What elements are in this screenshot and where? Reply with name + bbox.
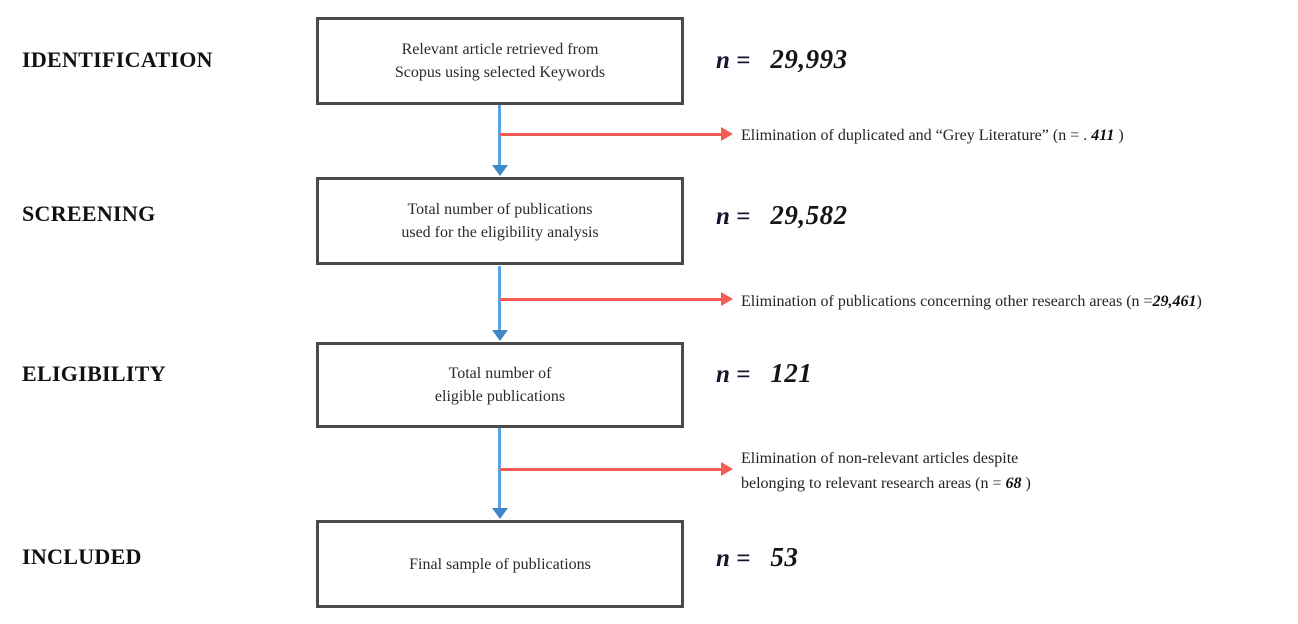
n-value: 29,993 bbox=[770, 44, 848, 74]
elimination-text-suffix: ) bbox=[1114, 127, 1124, 144]
elimination-text: Elimination of publications concerning o… bbox=[741, 293, 1153, 310]
arrow-down-icon bbox=[492, 508, 508, 519]
elimination-count: 29,461 bbox=[1152, 293, 1197, 310]
stage-label-screening: SCREENING bbox=[22, 201, 156, 226]
connector-line-2 bbox=[498, 266, 501, 331]
n-value-eligibility: n = 121 bbox=[716, 358, 812, 389]
flow-box-included: Final sample of publications bbox=[316, 520, 684, 608]
flow-box-identification: Relevant article retrieved from Scopus u… bbox=[316, 17, 684, 105]
connector-line-3 bbox=[498, 428, 501, 509]
stage-label-included: INCLUDED bbox=[22, 544, 142, 569]
elimination-count: 68 bbox=[1005, 475, 1022, 492]
n-value-included: n = 53 bbox=[716, 542, 798, 573]
flow-box-screening-text: Total number of publications used for th… bbox=[401, 201, 599, 241]
n-value: 29,582 bbox=[770, 200, 848, 230]
n-equals-label: n = bbox=[716, 361, 751, 388]
n-value: 121 bbox=[770, 358, 813, 388]
arrow-right-icon bbox=[721, 462, 733, 476]
arrow-right-icon bbox=[721, 127, 733, 141]
elimination-text-suffix: ) bbox=[1021, 475, 1031, 492]
elimination-note-non-relevant: Elimination of non-relevant articles des… bbox=[741, 446, 1161, 496]
elimination-text: Elimination of duplicated and “Grey Lite… bbox=[741, 127, 1092, 144]
elimination-text-line2: belonging to relevant research areas (n … bbox=[741, 471, 1161, 496]
branch-line-2 bbox=[500, 298, 722, 301]
flow-box-eligibility: Total number of eligible publications bbox=[316, 342, 684, 428]
elimination-text-suffix: ) bbox=[1196, 293, 1202, 310]
elimination-count: 411 bbox=[1091, 127, 1115, 144]
elimination-note-duplicates: Elimination of duplicated and “Grey Lite… bbox=[741, 123, 1124, 148]
stage-label-identification: IDENTIFICATION bbox=[22, 47, 213, 72]
elimination-note-other-areas: Elimination of publications concerning o… bbox=[741, 289, 1202, 314]
elimination-text: belonging to relevant research areas (n … bbox=[741, 475, 1006, 492]
flow-box-identification-text: Relevant article retrieved from Scopus u… bbox=[394, 41, 606, 81]
arrow-right-icon bbox=[721, 292, 733, 306]
connector-line-1 bbox=[498, 105, 501, 166]
elimination-text-line1: Elimination of non-relevant articles des… bbox=[741, 450, 1019, 467]
n-equals-label: n = bbox=[716, 545, 751, 572]
branch-line-3 bbox=[500, 468, 722, 471]
arrow-down-icon bbox=[492, 165, 508, 176]
stage-label-eligibility: ELIGIBILITY bbox=[22, 361, 166, 386]
flow-box-included-text: Final sample of publications bbox=[409, 555, 591, 573]
n-value-screening: n = 29,582 bbox=[716, 200, 848, 231]
flow-box-eligibility-text: Total number of eligible publications bbox=[434, 365, 566, 405]
n-value-identification: n = 29,993 bbox=[716, 44, 848, 75]
n-value: 53 bbox=[770, 542, 799, 572]
n-equals-label: n = bbox=[716, 203, 751, 230]
flow-box-screening: Total number of publications used for th… bbox=[316, 177, 684, 265]
branch-line-1 bbox=[500, 133, 722, 136]
arrow-down-icon bbox=[492, 330, 508, 341]
n-equals-label: n = bbox=[716, 47, 751, 74]
